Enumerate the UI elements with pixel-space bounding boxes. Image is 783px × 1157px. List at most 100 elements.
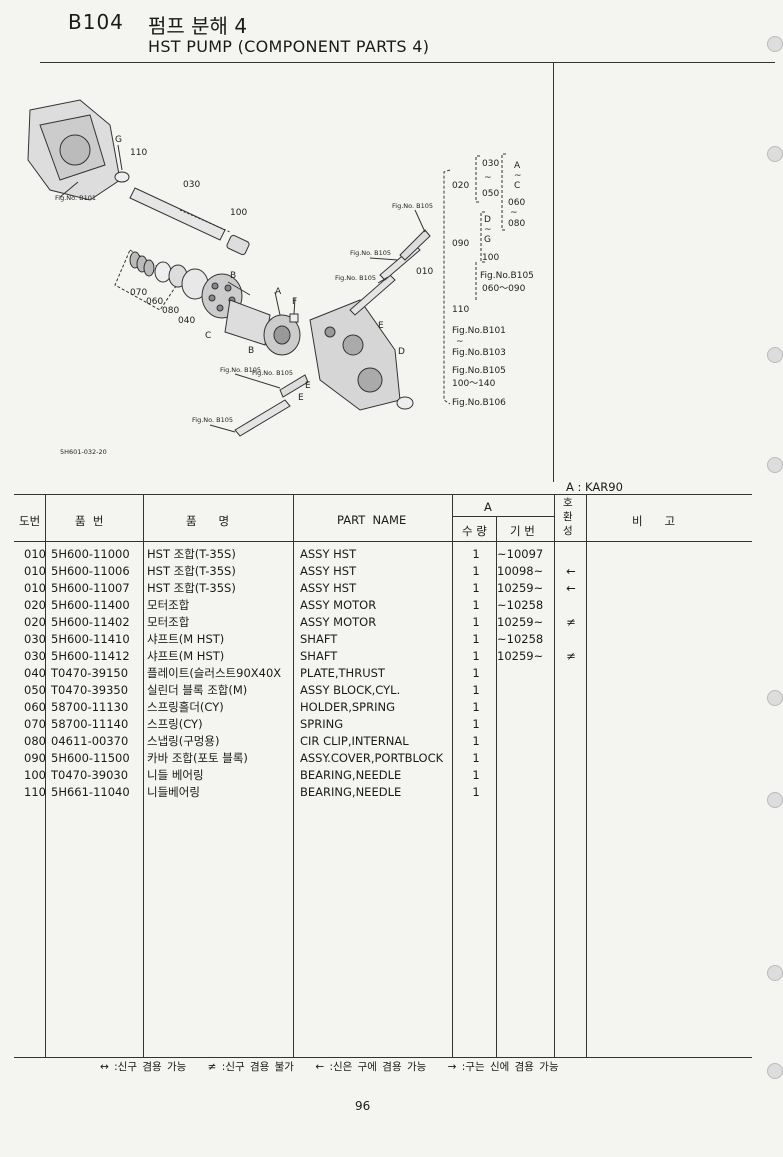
cell-remarks <box>589 562 752 579</box>
cell-qty: 1 <box>472 546 480 561</box>
callout-B-lower: B <box>248 346 254 356</box>
cell-part-name: ASSY MOTOR <box>300 614 377 629</box>
tree-fig-b106: Fig.No.B106 <box>452 398 506 408</box>
cell-no: 060 <box>24 699 46 714</box>
header-rule <box>40 62 775 63</box>
cell-part-name: ASSY HST <box>300 563 357 578</box>
cell-serial <box>494 783 550 800</box>
drawing-number: 5H601-032-20 <box>60 448 107 456</box>
cell-int: ≠ <box>566 614 576 629</box>
tree-100: 100 <box>482 253 499 263</box>
svg-text:~: ~ <box>484 225 492 235</box>
cell-qty: 1 <box>472 716 480 731</box>
cell-remarks <box>589 783 752 800</box>
cell-int <box>550 545 589 562</box>
cell-qty: 1 <box>472 699 480 714</box>
callout-B-upper: B <box>230 271 236 281</box>
fig-ref-b105-b: Fig.No. B105 <box>350 249 391 257</box>
cell-no: 110 <box>24 784 46 799</box>
cell-name-ko: 실린더 블록 조합(M) <box>147 682 248 697</box>
tree-range-C: C <box>514 181 520 191</box>
binder-hole <box>767 792 783 808</box>
header-part-no: 품 번 <box>75 514 104 528</box>
cell-serial <box>494 664 550 681</box>
cell-serial: 10098~ <box>497 563 544 578</box>
col-line-3 <box>293 494 294 1057</box>
cell-part-no: 5H600-11412 <box>51 648 130 663</box>
cell-name-ko: 카바 조합(포토 블록) <box>147 750 248 765</box>
fig-ref-b101: Fig.No. B101 <box>55 194 96 202</box>
tree-range-060-090: 060～090 <box>482 284 526 294</box>
assembly-tree: 020 030 ~ 050 A ~ C 060 ~ 080 D ~ G 090 … <box>416 153 534 408</box>
tree-060: 060 <box>508 198 525 208</box>
cell-name-ko: 니들 베어링 <box>147 767 204 782</box>
cell-name-ko: 스프링(CY) <box>147 716 203 731</box>
callout-110: 110 <box>130 148 147 158</box>
col-line-6 <box>554 494 555 1057</box>
cell-part-name: BEARING,NEEDLE <box>300 784 402 799</box>
cell-part-no: 5H600-11006 <box>51 563 130 578</box>
page-title-korean: 펌프 분해 4 <box>148 14 248 38</box>
cell-part-name: ASSY HST <box>300 546 357 561</box>
cell-name-ko: 니들베어링 <box>147 784 200 799</box>
cell-remarks <box>589 596 752 613</box>
col-line-4 <box>452 494 453 1057</box>
cell-qty: 1 <box>472 614 480 629</box>
cell-name-ko: HST 조합(T-35S) <box>147 563 236 578</box>
binder-hole <box>767 1063 783 1079</box>
cell-remarks <box>589 749 752 766</box>
fig-ref-b105-c: Fig.No. B105 <box>335 274 376 282</box>
cell-no: 040 <box>24 665 46 680</box>
tree-010: 010 <box>416 267 433 277</box>
binder-hole <box>767 36 783 52</box>
tree-110: 110 <box>452 305 469 315</box>
cell-int: ← <box>566 580 576 595</box>
fig-ref-b105-f: Fig.No. B105 <box>192 416 233 424</box>
cell-serial: ~10097 <box>497 546 544 561</box>
cell-int <box>550 749 589 766</box>
cell-part-no: T0470-39030 <box>51 767 129 782</box>
model-note: A : KAR90 <box>566 480 623 494</box>
tree-fig-b101: Fig.No.B101 <box>452 326 506 336</box>
cell-no: 030 <box>24 648 46 663</box>
callout-A: A <box>275 287 282 297</box>
cell-part-name: BEARING,NEEDLE <box>300 767 402 782</box>
cell-part-no: 5H661-11040 <box>51 784 130 799</box>
fig-ref-b105-d: Fig.No. B105 <box>252 369 293 377</box>
cell-serial: 10259~ <box>497 648 544 663</box>
cell-remarks <box>589 664 752 681</box>
cell-part-no: 5H600-11500 <box>51 750 130 765</box>
cell-int <box>550 664 589 681</box>
cell-int <box>550 681 589 698</box>
exploded-parts-diagram: G 110 030 100 070 060 080 040 C B A F E … <box>27 99 433 456</box>
tree-fig-b105-a: Fig.No.B105 <box>480 271 534 281</box>
cell-name-ko: 스프링홀더(CY) <box>147 699 224 714</box>
table-header-rule <box>14 541 752 542</box>
cell-no: 100 <box>24 767 46 782</box>
header-group-a: A <box>484 500 492 514</box>
cell-part-no: 58700-11130 <box>51 699 129 714</box>
cell-int <box>550 783 589 800</box>
cell-part-name: SHAFT <box>300 648 338 663</box>
svg-text:~: ~ <box>514 171 522 181</box>
cell-part-no: 5H600-11000 <box>51 546 130 561</box>
fig-ref-b105-a: Fig.No. B105 <box>392 202 433 210</box>
tree-080: 080 <box>508 219 525 229</box>
section-code: B104 <box>68 10 124 34</box>
cell-name-ko: 모터조합 <box>147 614 190 629</box>
cell-part-name: ASSY HST <box>300 580 357 595</box>
header-name-ko: 품 명 <box>186 514 230 528</box>
table-top-rule <box>14 494 752 495</box>
cell-qty: 1 <box>472 563 480 578</box>
cell-part-no: 5H600-11400 <box>51 597 130 612</box>
col-line-2 <box>143 494 144 1057</box>
cell-part-name: ASSY MOTOR <box>300 597 377 612</box>
cell-part-name: PLATE,THRUST <box>300 665 385 680</box>
cell-no: 080 <box>24 733 46 748</box>
binder-hole <box>767 146 783 162</box>
